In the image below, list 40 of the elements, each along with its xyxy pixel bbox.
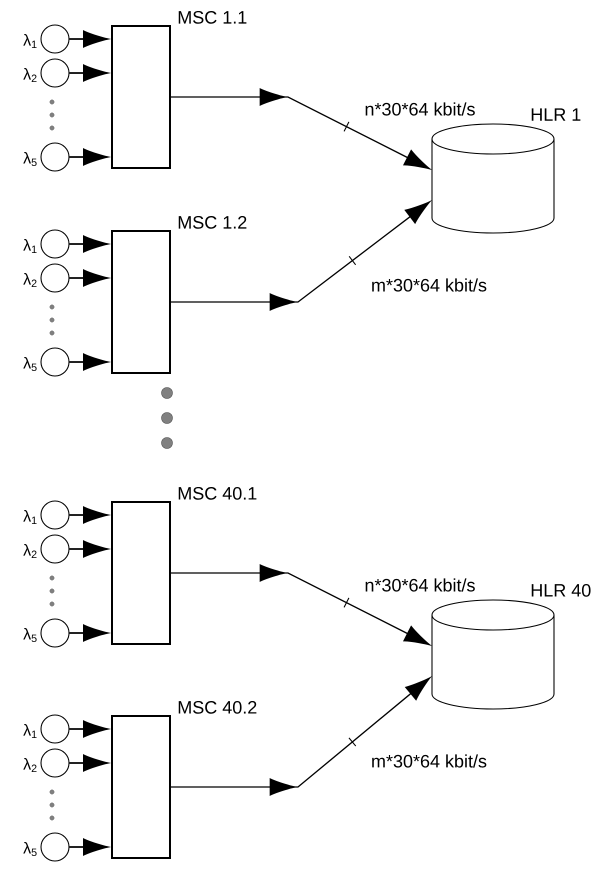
node-label: MSC 40.1 bbox=[178, 486, 256, 500]
input-label: λ$_{1}$ bbox=[23, 510, 37, 524]
edge-label: n*30*64 kbit/s bbox=[363, 101, 477, 117]
input-label: λ$_{1}$ bbox=[23, 724, 37, 738]
arrow bbox=[171, 88, 430, 170]
arrow bbox=[171, 564, 430, 646]
arrow bbox=[70, 838, 108, 856]
arrow bbox=[171, 201, 430, 311]
input-label: λ$_{5}$ bbox=[23, 152, 37, 166]
input-label: λ$_{1}$ bbox=[23, 239, 37, 253]
arrow bbox=[70, 624, 108, 642]
arrow bbox=[70, 354, 108, 370]
edge-label: n*30*64 kbit/s bbox=[363, 577, 477, 593]
input-label: λ$_{5}$ bbox=[23, 842, 37, 856]
arrow bbox=[70, 754, 108, 772]
input-label: λ$_{2}$ bbox=[23, 544, 37, 558]
arrow bbox=[171, 677, 430, 796]
arrow bbox=[70, 148, 108, 166]
input-label: λ$_{5}$ bbox=[23, 628, 37, 642]
msc-box: MSC 1.2 bbox=[111, 216, 246, 374]
input-label: λ$_{2}$ bbox=[23, 758, 37, 772]
arrow bbox=[70, 236, 108, 252]
msc-box: MSC 40.1 bbox=[111, 487, 256, 645]
arrow bbox=[70, 720, 108, 738]
arrow bbox=[70, 64, 108, 82]
input-label: λ$_{1}$ bbox=[23, 34, 37, 48]
node-label: MSC 1.1 bbox=[178, 10, 246, 24]
node-label: MSC 1.2 bbox=[178, 216, 246, 229]
edge-label: m*30*64 kbit/s bbox=[370, 277, 488, 293]
input-label: λ$_{2}$ bbox=[23, 273, 37, 287]
arrow bbox=[70, 30, 108, 48]
edge-label: m*30*64 kbit/s bbox=[370, 753, 488, 769]
msc-box: MSC 1.1 bbox=[111, 11, 246, 169]
arrow bbox=[70, 506, 108, 524]
input-label: λ$_{2}$ bbox=[23, 68, 37, 82]
arrow bbox=[70, 270, 108, 286]
arrow bbox=[70, 540, 108, 558]
msc-box: MSC 40.2 bbox=[111, 701, 256, 859]
input-label: λ$_{5}$ bbox=[23, 356, 37, 372]
node-label: MSC 40.2 bbox=[178, 700, 256, 714]
